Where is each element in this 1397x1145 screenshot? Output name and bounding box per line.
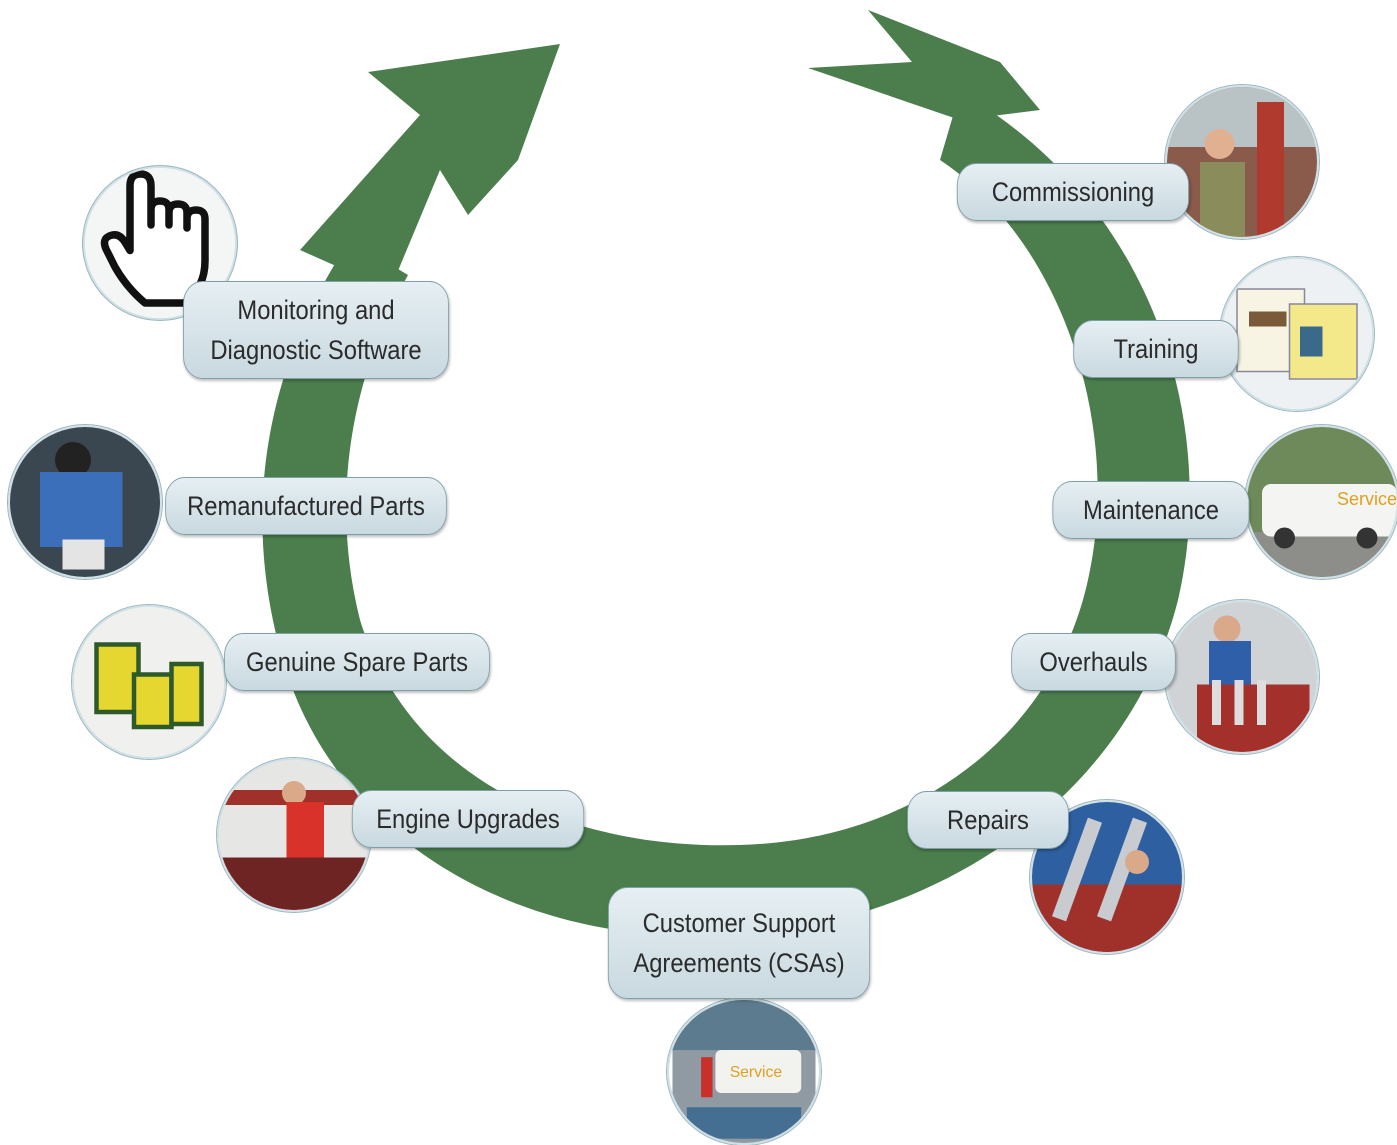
training-photo-icon (1220, 257, 1374, 411)
remanufactured-label: Remanufactured Parts (165, 477, 447, 535)
service-van-photo-icon: Service (1245, 425, 1397, 579)
monitoring-label: Monitoring and Diagnostic Software (183, 281, 449, 379)
monitoring-label-line1: Monitoring and (237, 295, 395, 325)
engine-upgrades-label: Engine Upgrades (351, 790, 585, 848)
csas-label: Customer Support Agreements (CSAs) (607, 887, 871, 999)
customer-support-photo-icon: Service (667, 998, 821, 1145)
overhaul-photo-icon (1165, 600, 1319, 754)
engine-upgrade-photo-icon (217, 758, 371, 912)
commissioning-label: Commissioning (956, 163, 1190, 221)
arrowhead-left (300, 44, 560, 290)
remanufactured-parts-photo-icon (8, 425, 162, 579)
maintenance-label: Maintenance (1052, 481, 1250, 539)
training-label: Training (1073, 320, 1239, 378)
svg-text:Service: Service (1337, 489, 1397, 509)
csas-label-line2: Agreements (CSAs) (633, 948, 845, 978)
monitoring-label-line2: Diagnostic Software (210, 335, 422, 365)
repairs-label: Repairs (907, 791, 1069, 849)
arrowhead-right (808, 10, 1040, 120)
spare-parts-label: Genuine Spare Parts (224, 633, 490, 691)
svg-text:Service: Service (730, 1064, 783, 1081)
spare-parts-boxes-icon (72, 605, 226, 759)
overhauls-label: Overhauls (1011, 633, 1176, 691)
csas-label-line1: Customer Support (642, 908, 836, 938)
commissioning-photo-icon (1165, 85, 1319, 239)
